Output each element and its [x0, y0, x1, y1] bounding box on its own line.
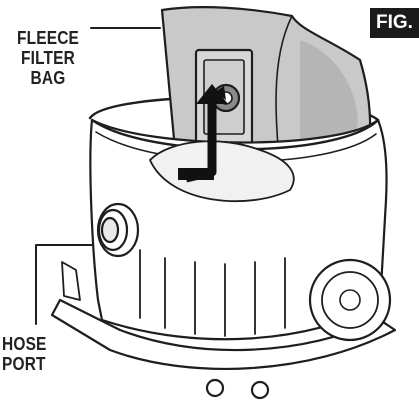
filter-label-line-1: FLEECE	[16, 28, 80, 48]
hose-storage-hook	[61, 261, 81, 301]
inner-housing	[149, 140, 295, 203]
arrow-shaft	[184, 92, 217, 183]
hose-leader-line	[35, 244, 96, 325]
front-caster	[205, 378, 270, 400]
arrow-head	[196, 84, 228, 104]
hose-port-label: HOSE PORT	[2, 334, 62, 374]
arrow-into-port-icon	[178, 84, 228, 183]
filter-label-line-2: FILTER	[20, 48, 76, 68]
filter-label-line-3: BAG	[30, 68, 66, 88]
hose-label-line-2: PORT	[2, 354, 46, 374]
canister-base	[50, 298, 397, 370]
figure-tag: FIG.	[370, 8, 419, 38]
canister-ribs	[139, 249, 286, 337]
hose-label-line-1: HOSE	[2, 334, 47, 354]
rear-wheel	[308, 258, 392, 342]
hose-port	[96, 202, 140, 258]
filter-bag-label: FLEECE FILTER BAG	[14, 28, 83, 88]
